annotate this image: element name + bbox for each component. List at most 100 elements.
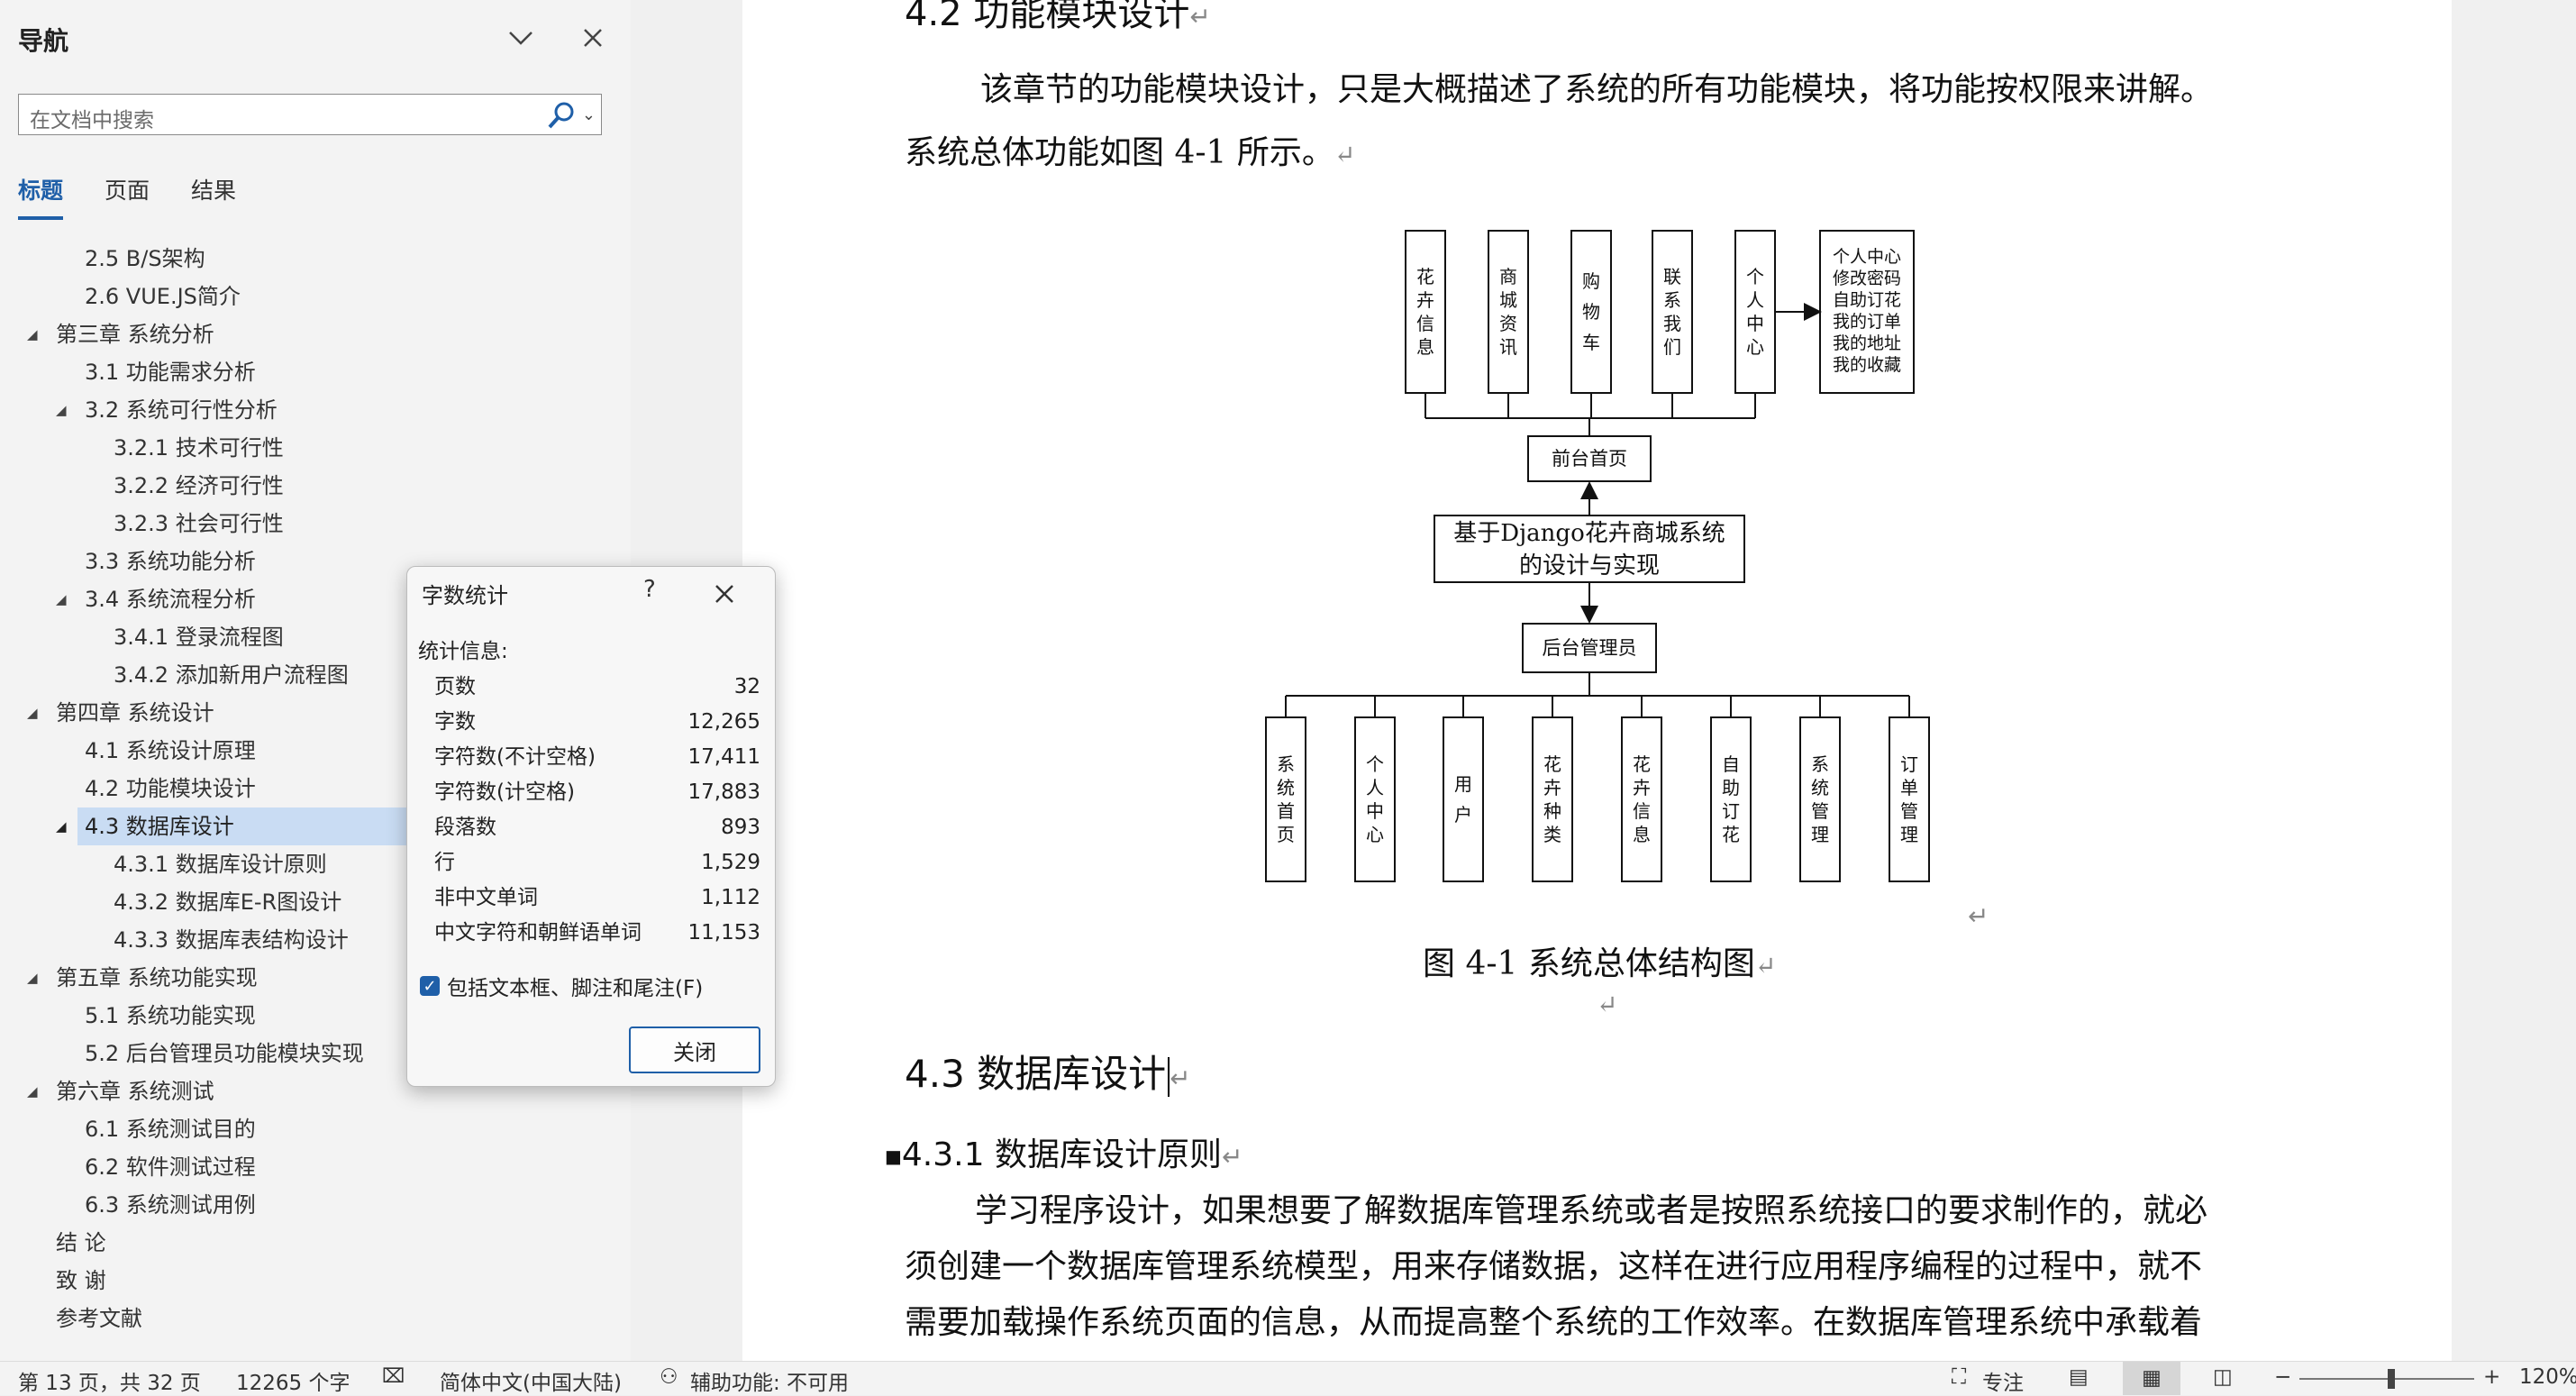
- diagram-box-label: 花: [1543, 753, 1561, 775]
- nav-heading-item[interactable]: ◢第六章 系统测试: [0, 1072, 622, 1110]
- diagram-box-label: 心: [1366, 824, 1384, 845]
- nav-heading-item[interactable]: 3.2.1 技术可行性: [0, 429, 622, 467]
- zoom-slider[interactable]: [2299, 1378, 2474, 1380]
- diagram-box-label: 商: [1499, 266, 1517, 287]
- nav-heading-item[interactable]: 3.2.3 社会可行性: [0, 505, 622, 543]
- nav-heading-label: 6.2 软件测试过程: [85, 1154, 256, 1180]
- collapse-triangle-icon[interactable]: ◢: [27, 705, 38, 721]
- nav-heading-item[interactable]: 3.1 功能需求分析: [0, 353, 622, 391]
- accessibility-icon: ⚇: [660, 1365, 678, 1389]
- nav-heading-item[interactable]: 3.3 系统功能分析: [0, 543, 622, 580]
- collapse-triangle-icon[interactable]: ◢: [27, 326, 38, 342]
- help-button[interactable]: ?: [643, 576, 656, 603]
- nav-heading-item[interactable]: 5.1 系统功能实现: [0, 997, 622, 1035]
- paragraph-line: 系统总体功能如图 4-1 所示。↵: [905, 134, 1356, 171]
- diagram-box-label: 的设计与实现: [1519, 552, 1660, 579]
- diagram-box-label: 类: [1543, 824, 1561, 845]
- page-indicator[interactable]: 第 13 页，共 32 页: [18, 1372, 201, 1395]
- nav-heading-label: 第三章 系统分析: [56, 322, 214, 347]
- nav-heading-label: 3.3 系统功能分析: [85, 549, 256, 574]
- collapse-triangle-icon[interactable]: ◢: [56, 818, 67, 835]
- nav-heading-label: 6.1 系统测试目的: [85, 1117, 256, 1142]
- document-page[interactable]: 4.2 功能模块设计↵ 该章节的功能模块设计，只是大概描述了系统的所有功能模块，…: [742, 0, 2452, 1361]
- accessibility-indicator[interactable]: 辅助功能: 不可用: [690, 1372, 850, 1395]
- nav-heading-item[interactable]: 2.5 B/S架构: [0, 240, 622, 278]
- nav-heading-item[interactable]: 3.4.1 登录流程图: [0, 618, 622, 656]
- search-icon[interactable]: [547, 100, 576, 131]
- web-layout-icon[interactable]: ◫: [2213, 1365, 2233, 1389]
- search-dropdown-icon[interactable]: ⌄: [581, 105, 596, 124]
- nav-heading-label: 结 论: [56, 1230, 106, 1255]
- diagram-box: [1621, 716, 1662, 882]
- nav-heading-item[interactable]: ◢第五章 系统功能实现: [0, 959, 622, 997]
- nav-heading-label: 4.2 功能模块设计: [85, 776, 256, 801]
- collapse-triangle-icon[interactable]: ◢: [56, 402, 67, 418]
- nav-heading-item[interactable]: 结 论: [0, 1224, 622, 1262]
- diagram-box-label: 统: [1277, 777, 1295, 798]
- nav-heading-item[interactable]: 5.2 后台管理员功能模块实现: [0, 1035, 622, 1072]
- nav-heading-item[interactable]: ◢4.3 数据库设计: [56, 807, 411, 845]
- include-textbox-checkbox[interactable]: ✓ 包括文本框、脚注和尾注(F): [420, 971, 703, 1001]
- tab-headings[interactable]: 标题: [18, 173, 64, 220]
- print-layout-icon[interactable]: ▦: [2123, 1362, 2180, 1395]
- nav-heading-item[interactable]: 2.6 VUE.JS简介: [0, 278, 622, 315]
- nav-heading-item[interactable]: 6.2 软件测试过程: [0, 1148, 622, 1186]
- focus-icon[interactable]: ⛶: [1952, 1365, 1967, 1389]
- collapse-triangle-icon[interactable]: ◢: [27, 1083, 38, 1099]
- zoom-in-icon[interactable]: +: [2483, 1365, 2501, 1389]
- nav-heading-item[interactable]: 4.3.2 数据库E-R图设计: [0, 883, 622, 921]
- nav-heading-item[interactable]: 4.2 功能模块设计: [0, 770, 622, 807]
- diagram-box-label: 管: [1900, 800, 1918, 822]
- stat-label: 页数: [434, 675, 476, 698]
- nav-heading-item[interactable]: ◢ 3.4 系统流程分析: [0, 580, 622, 618]
- nav-heading-item[interactable]: 6.1 系统测试目的: [0, 1110, 622, 1148]
- checkmark-icon[interactable]: ✓: [420, 976, 440, 996]
- word-count-indicator[interactable]: 12265 个字: [236, 1372, 350, 1395]
- nav-heading-label: 参考文献: [56, 1306, 142, 1331]
- collapse-triangle-icon[interactable]: ◢: [56, 591, 67, 607]
- dialog-title: 字数统计: [422, 583, 508, 608]
- diagram-box-label: 个: [1366, 753, 1384, 775]
- dialog-close-button[interactable]: [714, 570, 735, 613]
- zoom-level[interactable]: 120%: [2519, 1365, 2576, 1389]
- collapse-triangle-icon[interactable]: ◢: [27, 970, 38, 986]
- nav-heading-item[interactable]: ◢ 第三章 系统分析: [0, 315, 622, 353]
- nav-heading-item[interactable]: ◢第四章 系统设计: [0, 694, 622, 732]
- nav-heading-label: 3.2.1 技术可行性: [114, 435, 284, 461]
- close-button[interactable]: 关闭: [629, 1026, 760, 1073]
- close-icon: [584, 29, 602, 47]
- focus-label[interactable]: 专注: [1982, 1372, 2024, 1395]
- nav-close-button[interactable]: [573, 18, 613, 58]
- nav-heading-item[interactable]: 4.3.3 数据库表结构设计: [0, 921, 622, 959]
- nav-heading-item[interactable]: 参考文献: [0, 1300, 622, 1337]
- nav-heading-label: 6.3 系统测试用例: [85, 1192, 256, 1218]
- figure-caption: 图 4-1 系统总体结构图↵: [1423, 945, 1777, 982]
- read-mode-icon[interactable]: ▤: [2069, 1365, 2089, 1389]
- nav-heading-item[interactable]: 4.3.1 数据库设计原则: [0, 845, 622, 883]
- nav-heading-label: 3.2.2 经济可行性: [114, 473, 284, 498]
- nav-heading-item[interactable]: 6.3 系统测试用例: [0, 1186, 622, 1224]
- nav-heading-item[interactable]: 致 谢: [0, 1262, 622, 1300]
- tab-results[interactable]: 结果: [191, 178, 237, 204]
- nav-heading-item[interactable]: 3.2.2 经济可行性: [0, 467, 622, 505]
- language-indicator[interactable]: 简体中文(中国大陆): [440, 1372, 622, 1395]
- diagram-box-label: 联: [1663, 266, 1681, 287]
- nav-heading-item[interactable]: 4.1 系统设计原理: [0, 732, 622, 770]
- diagram-box-label: 人: [1746, 289, 1764, 311]
- nav-heading-item[interactable]: 3.4.2 添加新用户流程图: [0, 656, 622, 694]
- zoom-out-icon[interactable]: −: [2274, 1365, 2292, 1389]
- diagram-box-label: 人: [1366, 777, 1384, 798]
- nav-options-button[interactable]: [501, 18, 541, 58]
- search-input[interactable]: 在文档中搜索 ⌄: [18, 94, 602, 135]
- nav-title: 导航: [18, 26, 69, 56]
- diagram-box: [1443, 716, 1484, 882]
- text-cursor: [1168, 1056, 1170, 1097]
- proofing-icon[interactable]: ⌧: [382, 1365, 405, 1388]
- zoom-slider-thumb[interactable]: [2388, 1369, 2395, 1389]
- nav-heading-item[interactable]: ◢3.2 系统可行性分析: [0, 391, 622, 429]
- nav-heading-label: 3.4 系统流程分析: [85, 587, 256, 612]
- tab-pages[interactable]: 页面: [105, 178, 150, 204]
